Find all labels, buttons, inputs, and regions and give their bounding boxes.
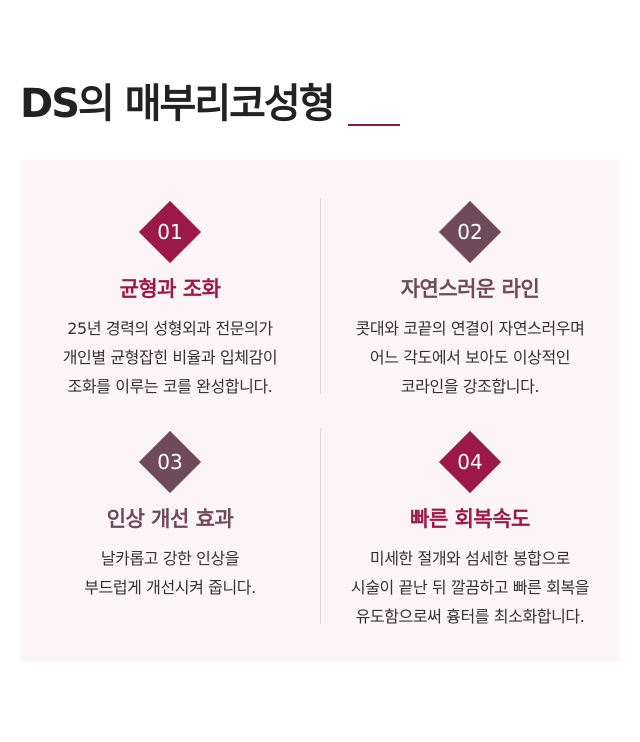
- feature-description: 미세한 절개와 섬세한 봉합으로 시술이 끝난 뒤 깔끔하고 빠른 회복을 유도…: [320, 544, 620, 631]
- description-line: 어느 각도에서 보아도 이상적인: [369, 348, 571, 367]
- description-line: 시술이 끝난 뒤 깔끔하고 빠른 회복을: [350, 578, 590, 597]
- feature-title: 자연스러운 라인: [400, 277, 540, 301]
- feature-card-3: 03 인상 개선 효과 날카롭고 강한 인상을 부드럽게 개선시켜 줍니다.: [20, 430, 320, 602]
- description-line: 조화를 이루는 코를 완성합니다.: [67, 377, 273, 396]
- feature-description: 날카롭고 강한 인상을 부드럽게 개선시켜 줍니다.: [20, 544, 320, 602]
- feature-card-2: 02 자연스러운 라인 콧대와 코끝의 연결이 자연스러우며 어느 각도에서 보…: [320, 200, 620, 401]
- badge-number: 02: [457, 220, 483, 244]
- feature-title: 균형과 조화: [119, 277, 221, 301]
- header: DS의 매부리코성형: [20, 78, 400, 130]
- description-line: 콧대와 코끝의 연결이 자연스러우며: [355, 319, 585, 338]
- feature-card-1: 01 균형과 조화 25년 경력의 성형외과 전문의가 개인별 균형잡힌 비율과…: [20, 200, 320, 401]
- number-badge: 01: [138, 200, 202, 264]
- badge-number: 03: [157, 450, 183, 474]
- badge-number: 01: [157, 220, 183, 244]
- description-line: 부드럽게 개선시켜 줍니다.: [84, 578, 256, 597]
- description-line: 미세한 절개와 섬세한 봉합으로: [369, 549, 571, 568]
- column-divider: [320, 428, 321, 624]
- number-badge: 04: [438, 430, 502, 494]
- feature-title: 인상 개선 효과: [106, 507, 234, 531]
- column-divider: [320, 198, 321, 394]
- page-title: DS의 매부리코성형: [20, 81, 336, 127]
- badge-number: 04: [457, 450, 483, 474]
- description-line: 개인별 균형잡힌 비율과 입체감이: [62, 348, 278, 367]
- description-line: 날카롭고 강한 인상을: [100, 549, 240, 568]
- features-panel: 01 균형과 조화 25년 경력의 성형외과 전문의가 개인별 균형잡힌 비율과…: [20, 160, 620, 662]
- description-line: 25년 경력의 성형외과 전문의가: [67, 319, 273, 338]
- title-underline: [347, 124, 400, 126]
- feature-card-4: 04 빠른 회복속도 미세한 절개와 섬세한 봉합으로 시술이 끝난 뒤 깔끔하…: [320, 430, 620, 631]
- feature-title: 빠른 회복속도: [410, 507, 530, 531]
- number-badge: 02: [438, 200, 502, 264]
- description-line: 코라인을 강조합니다.: [400, 377, 540, 396]
- number-badge: 03: [138, 430, 202, 494]
- feature-description: 콧대와 코끝의 연결이 자연스러우며 어느 각도에서 보아도 이상적인 코라인을…: [320, 314, 620, 401]
- feature-description: 25년 경력의 성형외과 전문의가 개인별 균형잡힌 비율과 입체감이 조화를 …: [20, 314, 320, 401]
- description-line: 유도함으로써 흉터를 최소화합니다.: [355, 607, 585, 626]
